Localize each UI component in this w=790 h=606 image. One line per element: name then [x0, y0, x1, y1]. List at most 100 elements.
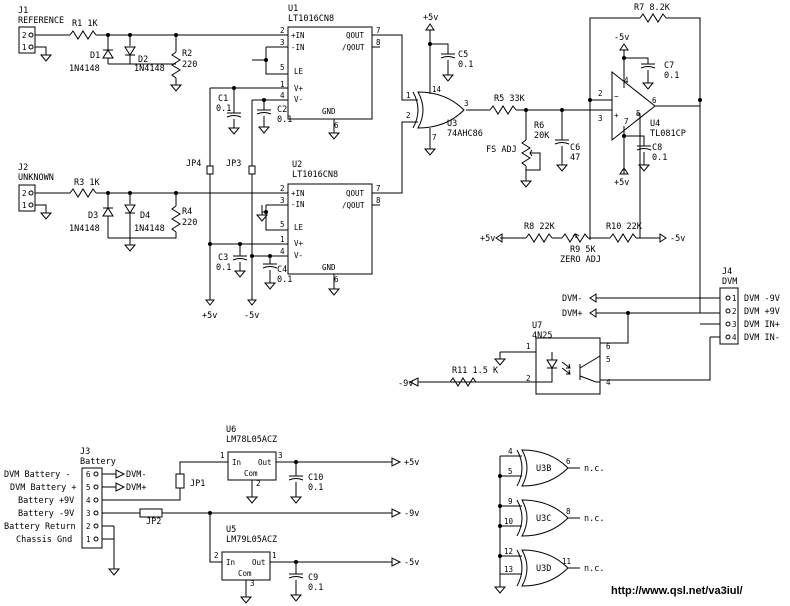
r4-label: R4 [182, 207, 192, 217]
u7-part: 4N25 [532, 331, 552, 341]
j4-dvm-plus-net: DVM+ [562, 309, 582, 319]
u3c-nc: n.c. [584, 514, 604, 524]
u7-pin4: 4 [606, 378, 611, 387]
r2-label: R2 [182, 49, 192, 59]
jp3-label: JP3 [226, 159, 241, 169]
c8-label: C8 [652, 143, 662, 153]
u6-p5-rail: +5v [404, 458, 419, 468]
j3-label-3: Battery -9V [18, 509, 74, 519]
u1-le: LE [294, 67, 304, 76]
u1-in-neg: -IN [291, 43, 305, 52]
u1-pin2: 2 [280, 26, 285, 35]
j3-ref: J3 [80, 447, 90, 457]
j3-m9-rail: -9v [404, 509, 419, 519]
u6-pin1: 1 [220, 451, 225, 460]
c2-label: C2 [277, 105, 287, 115]
u7-pin6: 6 [606, 342, 611, 351]
u4-pin6: 6 [652, 96, 657, 105]
c10-value: 0.1 [308, 483, 323, 493]
r9-adj-label: ZERO ADJ [560, 255, 601, 265]
r2-value: 220 [182, 60, 197, 70]
u1-gnd: GND [322, 107, 336, 116]
footer-url[interactable]: http://www.qsl.net/va3iul/ [611, 585, 743, 597]
c1-value: 0.1 [216, 104, 231, 114]
u3c-pin10: 10 [504, 517, 514, 526]
u3-pin7: 7 [432, 133, 437, 142]
j1-name: REFERENCE [18, 16, 64, 26]
u7-m9-rail: -9v [398, 379, 413, 389]
j3-name: Battery [80, 457, 116, 467]
u2-pin8: 8 [376, 196, 381, 205]
u4-pin4: 4 [624, 76, 629, 85]
j4-ref: J4 [722, 267, 732, 277]
j1-ref: J1 [18, 6, 28, 16]
c2-value: 0.1 [277, 115, 292, 125]
r5-label: R5 33K [494, 94, 526, 104]
u5-pin3: 3 [250, 579, 255, 588]
u4-pin2: 2 [598, 89, 603, 98]
u6-part: LM78L05ACZ [226, 435, 277, 445]
r10-m5-rail: -5v [670, 234, 685, 244]
jp1-label: JP1 [190, 479, 205, 489]
u3b-nc: n.c. [584, 464, 604, 474]
j2-name: UNKNOWN [18, 173, 54, 183]
u1-qout: QOUT [346, 31, 365, 40]
r7-label: R7 8.2K [634, 3, 671, 13]
r4-value: 220 [182, 218, 197, 228]
u2-pin5: 5 [280, 220, 285, 229]
u1-nqout: /QOUT [342, 43, 365, 52]
u2-part: LT1016CN8 [292, 170, 338, 180]
j3-pin3: 3 [86, 509, 91, 518]
u2-qout: QOUT [346, 189, 365, 198]
u5-pin2: 2 [214, 551, 219, 560]
d3-label: D3 [88, 211, 98, 221]
u3d-pin13: 13 [504, 565, 513, 574]
u5-ref: U5 [226, 525, 236, 535]
u4-part: TL081CP [650, 129, 686, 139]
u1-pin6: 6 [334, 121, 339, 130]
u2-vpos: V+ [294, 239, 304, 248]
r1-label: R1 1K [72, 19, 98, 29]
u3-p5-rail: +5v [423, 13, 438, 23]
u2-le: LE [294, 223, 304, 232]
u4-minus-sign: − [614, 92, 619, 101]
r3-label: R3 1K [74, 178, 100, 188]
j3-label-6: DVM Battery - [4, 470, 71, 480]
u4-m5-rail: -5v [614, 33, 629, 43]
j4-pin4: 4 [732, 333, 737, 342]
u1-pin3: 3 [280, 38, 285, 47]
c7-value: 0.1 [664, 71, 679, 81]
u5-m5-rail: -5v [404, 558, 419, 568]
u3c-label: U3C [536, 514, 551, 524]
j3-pin1: 1 [86, 535, 91, 544]
u2-pin6: 6 [334, 275, 339, 284]
j1-pin1: 1 [22, 43, 27, 52]
u4-ref: U4 [650, 119, 660, 129]
d2-part: 1N4148 [134, 64, 165, 74]
u4-p5-rail: +5v [614, 178, 629, 188]
u1-vneg: V- [294, 95, 303, 104]
c10-label: C10 [308, 473, 323, 483]
u2-pin4: 4 [280, 247, 285, 256]
c4-value: 0.1 [277, 275, 292, 285]
u6-com: Com [244, 469, 258, 478]
u3-pin3: 3 [464, 99, 469, 108]
u2-pin1: 1 [280, 235, 285, 244]
u4-pin3: 3 [598, 114, 603, 123]
c8-value: 0.1 [652, 153, 667, 163]
r6-adj-label: FS ADJ [486, 145, 517, 155]
j3-label-2: Battery Return [4, 522, 76, 532]
u3-pin14: 14 [432, 85, 442, 94]
c3-label: C3 [218, 253, 228, 263]
u6-in: In [232, 458, 241, 467]
u3c-pin8: 8 [566, 507, 571, 516]
c6-label: C6 [570, 143, 580, 153]
j4-label-2: DVM +9V [744, 307, 780, 317]
jp2-label: JP2 [146, 517, 161, 527]
u2-box [287, 183, 373, 275]
d2-label: D2 [138, 55, 148, 65]
c9-label: C9 [308, 573, 318, 583]
d1-label: D1 [90, 51, 100, 61]
r10-label: R10 22K [606, 222, 643, 232]
